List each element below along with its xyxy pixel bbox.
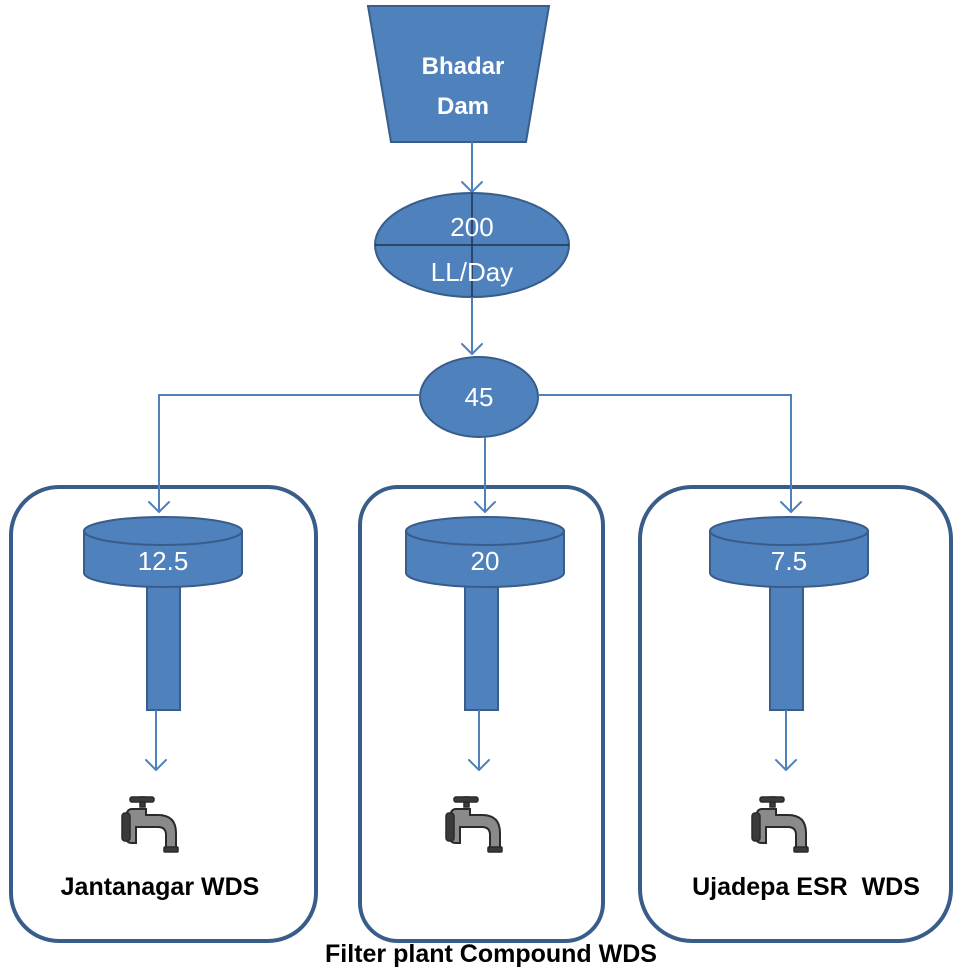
flow-unit: LL/Day	[431, 257, 513, 287]
tank-value: 7.5	[771, 546, 807, 576]
station-label-left: Jantanagar WDS	[61, 873, 260, 901]
dam-label-line1: Bhadar	[422, 53, 505, 80]
arrowhead	[148, 501, 170, 513]
tank-stand	[464, 583, 499, 711]
arrowhead	[775, 759, 797, 771]
tank-stand	[146, 583, 181, 711]
tank-value: 20	[471, 546, 500, 576]
tank-body	[83, 530, 243, 588]
arrowhead	[780, 501, 802, 513]
tank-top	[405, 516, 565, 546]
tank-top	[709, 516, 869, 546]
dam-label-line2: Dam	[437, 93, 489, 120]
station-box-left	[9, 485, 318, 943]
arrowhead	[145, 759, 167, 771]
tank-top	[83, 516, 243, 546]
tank-value: 12.5	[138, 546, 189, 576]
split-node	[419, 356, 539, 438]
connector-split-left	[158, 394, 420, 512]
arrowhead	[468, 759, 490, 771]
split-value: 45	[465, 382, 494, 412]
flow-value: 200	[450, 212, 493, 242]
tank-stand	[769, 583, 804, 711]
station-box-middle	[358, 485, 605, 943]
tank-left: 12.5	[83, 516, 243, 711]
tank-body	[709, 530, 869, 588]
station-box-right	[638, 485, 953, 943]
tank-right: 7.5	[709, 516, 869, 711]
dam-shape	[366, 5, 551, 143]
station-label-right: Ujadepa ESR WDS	[692, 873, 920, 901]
connector-split-right	[538, 394, 792, 512]
footer-caption: Filter plant Compound WDS	[325, 940, 657, 967]
tank-body	[405, 530, 565, 588]
tank-middle: 20	[405, 516, 565, 711]
arrowhead	[474, 501, 496, 513]
arrowhead	[461, 343, 483, 355]
